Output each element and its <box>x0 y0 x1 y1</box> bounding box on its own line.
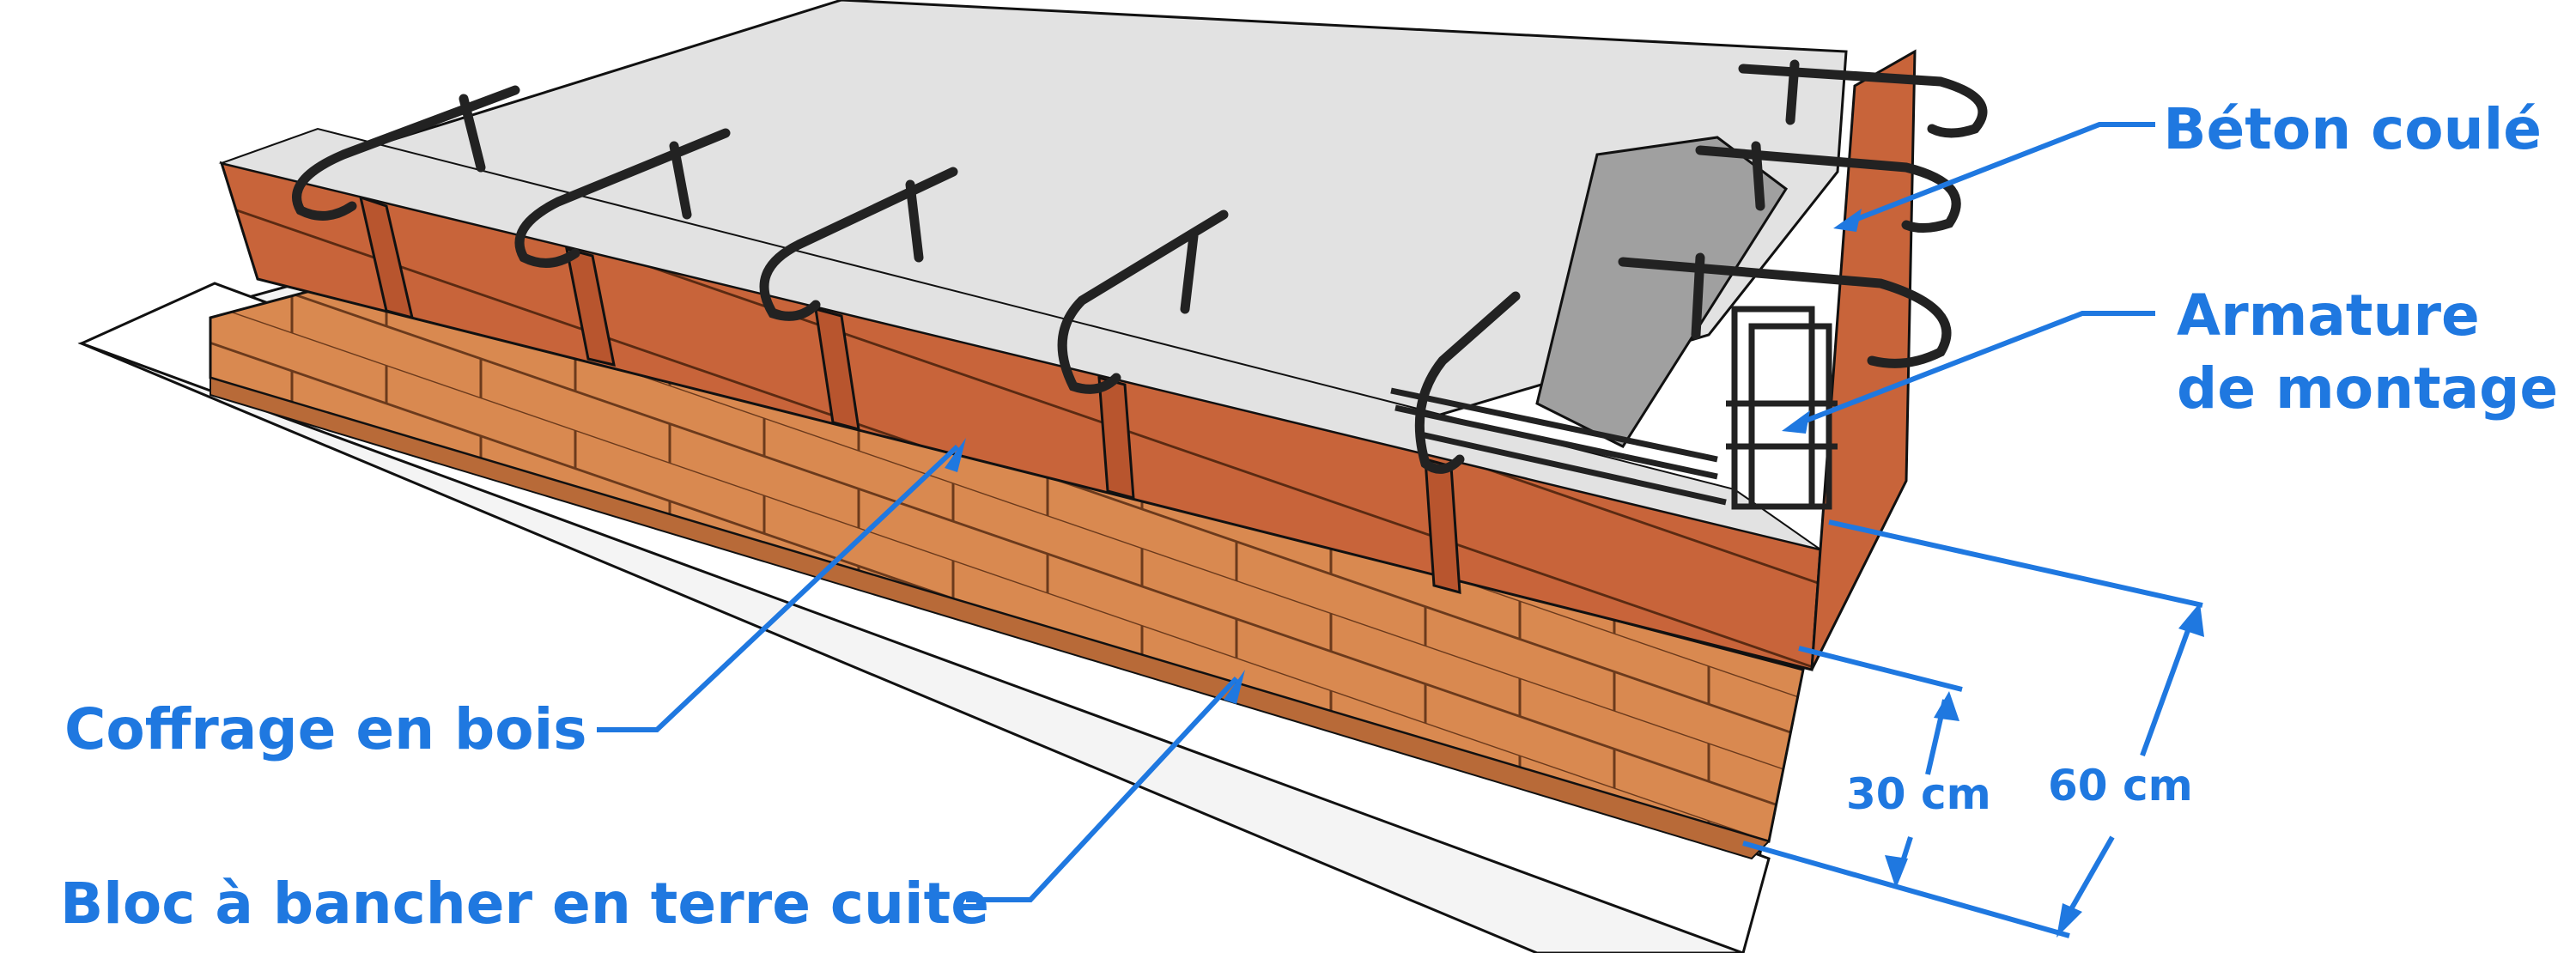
rebar-hooks <box>292 59 1988 474</box>
label-armature-line2: de montage <box>2177 355 2558 422</box>
label-beton-coule: Béton coulé <box>2163 96 2542 162</box>
label-bloc: Bloc à bancher en terre cuite <box>60 871 989 937</box>
dim-60-line-upper <box>2140 612 2196 757</box>
concrete-deck <box>313 0 1848 448</box>
beton-leader <box>1844 122 2155 226</box>
bloc-leader <box>966 676 1239 902</box>
reinforcement-cage <box>1390 306 1838 510</box>
label-coffrage: Coffrage en bois <box>64 696 587 762</box>
dimension-lines <box>1742 519 2204 938</box>
label-dim-30cm: 30 cm <box>1846 769 1991 819</box>
label-armature-line1: Armature <box>2177 282 2480 349</box>
leader-lines <box>597 122 2155 902</box>
clay-block-wall <box>209 282 1805 860</box>
label-dim-60cm: 60 cm <box>2048 761 2193 810</box>
coffrage-leader <box>597 444 960 732</box>
armature-leader <box>1793 311 2155 428</box>
